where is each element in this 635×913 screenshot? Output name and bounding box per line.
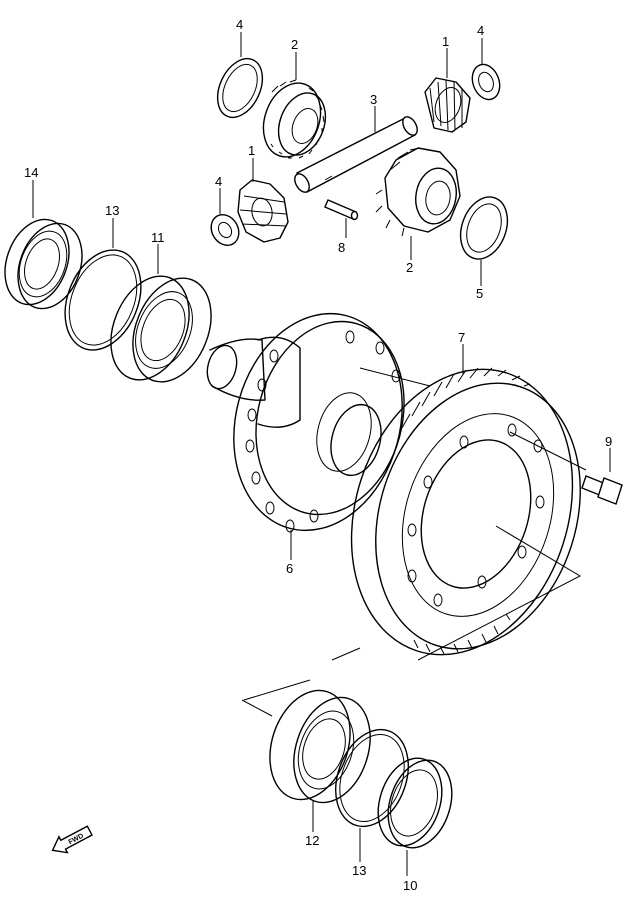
callout-2-lower: 2 xyxy=(406,260,413,275)
ring-gear-7 xyxy=(350,367,581,656)
callout-14: 14 xyxy=(24,165,38,180)
oil-seal-14 xyxy=(4,218,83,310)
callout-8: 9 xyxy=(605,434,612,449)
assembly-guide-lines xyxy=(241,367,587,717)
pin-10 xyxy=(324,199,359,221)
thrust-washer-4-lower xyxy=(210,213,240,247)
side-gear-2-upper xyxy=(262,79,327,159)
leader-lines xyxy=(32,32,611,876)
callout-2-upper: 2 xyxy=(291,37,298,52)
callout-6: 6 xyxy=(286,561,293,576)
callout-11: 11 xyxy=(151,230,165,245)
callout-10: 8 xyxy=(338,240,345,255)
side-gear-2-lower xyxy=(375,147,461,237)
callout-13-upper: 13 xyxy=(105,203,119,218)
callout-5-lower: 5 xyxy=(476,286,483,301)
callout-1-lower: 1 xyxy=(248,143,255,158)
callout-4-lower: 4 xyxy=(215,174,222,189)
callout-9: 10 xyxy=(403,878,417,893)
pinion-gear-1-upper xyxy=(424,77,471,133)
callout-labels: 4 2 1 4 3 1 4 8 2 5 14 13 11 7 9 6 12 13… xyxy=(24,17,612,893)
thrust-washer-4-upper xyxy=(471,63,501,101)
shim-13-upper xyxy=(64,249,142,351)
shim-13-lower xyxy=(335,728,409,828)
thrust-washer-5-lower xyxy=(459,196,509,260)
callout-3: 3 xyxy=(370,92,377,107)
thrust-washer-5-upper xyxy=(216,57,264,119)
pinion-shaft-3 xyxy=(294,116,418,193)
callout-13-lower: 13 xyxy=(352,863,366,878)
callout-7: 7 xyxy=(458,330,465,345)
forward-arrow-icon: FWD xyxy=(51,825,93,854)
oil-seal-9 xyxy=(377,757,453,849)
bolt-8 xyxy=(581,475,623,505)
callout-1-upper: 1 xyxy=(442,34,449,49)
callout-4-upper: 4 xyxy=(477,23,484,38)
differential-case-6 xyxy=(206,312,405,533)
bearing-11 xyxy=(110,275,212,383)
pinion-gear-1-lower xyxy=(237,179,289,243)
callout-5-upper: 4 xyxy=(236,17,243,32)
bearing-12 xyxy=(269,689,371,804)
callout-12: 12 xyxy=(305,833,319,848)
